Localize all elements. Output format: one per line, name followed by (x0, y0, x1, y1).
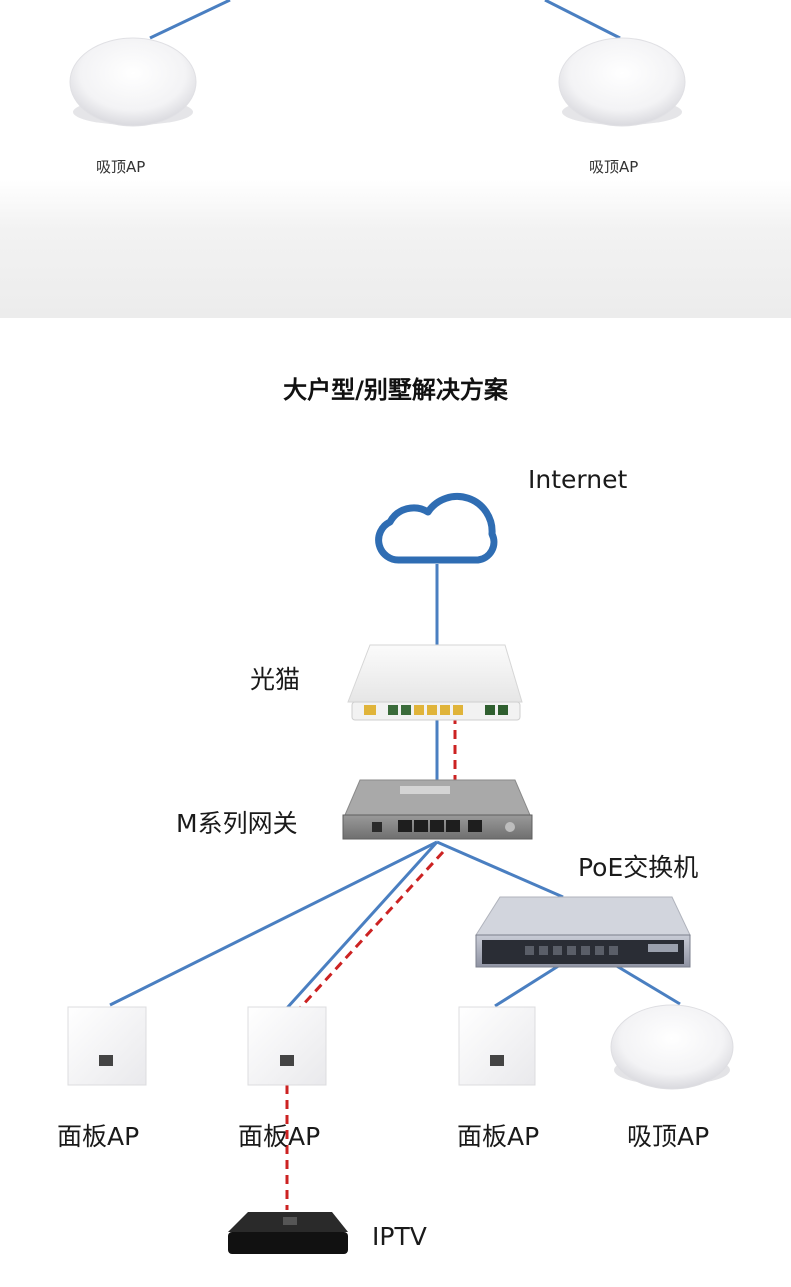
panel-ap-2-device (247, 1006, 327, 1086)
gateway-label: M系列网关 (176, 809, 298, 838)
panel-ap-1-device (67, 1006, 147, 1086)
ceiling-ap-label: 吸顶AP (627, 1122, 710, 1151)
gateway-device (342, 779, 533, 840)
optical-modem-device (347, 644, 523, 721)
page-title: 大户型/别墅解决方案 (283, 376, 508, 404)
poe-switch-device (475, 896, 691, 968)
poe-switch-label: PoE交换机 (578, 853, 699, 882)
switch-ceiling-ap-link (614, 963, 681, 1006)
gateway-panel-ap-2-link (285, 840, 439, 1010)
top-right-link (544, 0, 621, 40)
top-left-ceiling-ap (69, 37, 197, 127)
internet-label: Internet (528, 465, 628, 494)
gateway-panel-ap-2-iptv-link (298, 850, 445, 1010)
panel-ap-1-label: 面板AP (57, 1122, 140, 1151)
cloud-icon (375, 492, 498, 564)
panel-ap-2-label: 面板AP (238, 1122, 321, 1151)
panel-ap-3-device (458, 1006, 536, 1086)
gateway-panel-ap-1-link (109, 840, 438, 1007)
panel-ap-3-label: 面板AP (457, 1122, 540, 1151)
gateway-switch-link (436, 840, 564, 899)
iptv-device (228, 1212, 348, 1254)
iptv-label: IPTV (372, 1222, 427, 1251)
ceiling-ap-device (610, 1004, 734, 1090)
top-left-ap-label: 吸顶AP (96, 158, 146, 176)
switch-panel-ap-3-link (494, 963, 561, 1008)
top-right-ap-label: 吸顶AP (589, 158, 639, 176)
optical-modem-label: 光猫 (250, 665, 301, 694)
top-left-link (149, 0, 231, 40)
top-right-ceiling-ap (558, 37, 686, 127)
